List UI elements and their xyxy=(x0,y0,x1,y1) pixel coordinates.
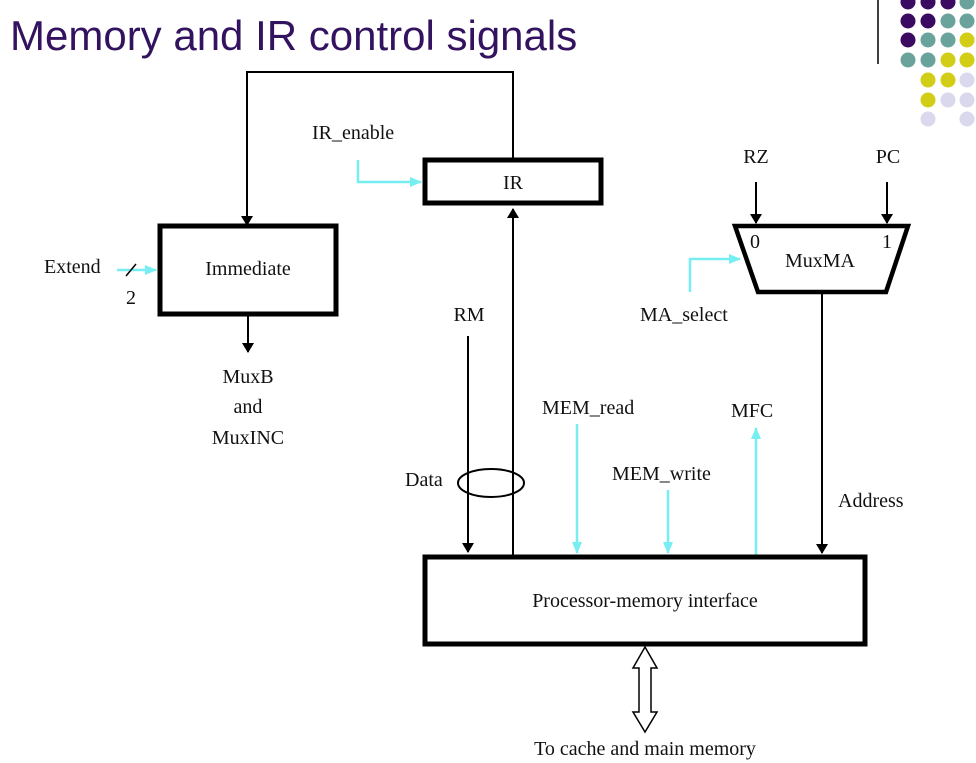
ma-select-label: MA_select xyxy=(640,304,728,326)
decoration-dot xyxy=(959,13,975,29)
to-memory-label: To cache and main memory xyxy=(534,738,756,760)
decoration-dot xyxy=(920,111,936,127)
ir-label: IR xyxy=(503,172,524,194)
mem-write-label: MEM_write xyxy=(612,463,711,485)
ir-to-immediate-wire xyxy=(241,71,514,226)
ma-select-signal xyxy=(688,254,741,292)
decoration-dot xyxy=(940,52,956,68)
data-bus-ellipse xyxy=(457,468,525,498)
mem-read-label: MEM_read xyxy=(542,397,634,419)
data-label: Data xyxy=(405,469,443,491)
decoration-dot xyxy=(920,32,936,48)
decoration-dot xyxy=(940,0,956,10)
ir-enable-label: IR_enable xyxy=(312,122,394,144)
decoration-dot xyxy=(920,13,936,29)
decoration-dot xyxy=(920,92,936,108)
decoration-dot xyxy=(900,52,916,68)
address-label: Address xyxy=(838,490,904,512)
decoration-dot xyxy=(920,0,936,10)
immediate-label: Immediate xyxy=(205,258,291,280)
decoration-dot xyxy=(959,72,975,88)
ir-block: IR xyxy=(422,157,604,206)
extend-label: Extend xyxy=(44,256,101,278)
decoration-dot xyxy=(959,92,975,108)
decoration-dot xyxy=(920,72,936,88)
decoration-dot xyxy=(959,111,975,127)
muxma-label: MuxMA xyxy=(785,250,856,272)
bidirectional-bus-arrow-icon xyxy=(631,645,659,734)
mfc-label: MFC xyxy=(731,400,773,422)
ir-enable-signal xyxy=(356,160,422,187)
pc-label: PC xyxy=(876,146,900,168)
decoration-dot xyxy=(959,0,975,10)
muxma-input-1: 1 xyxy=(882,231,892,253)
decoration-dot xyxy=(940,32,956,48)
processor-memory-interface-block: Processor-memory interface xyxy=(422,554,868,647)
decoration-dot xyxy=(900,32,916,48)
rz-label: RZ xyxy=(743,146,769,168)
decoration-dot xyxy=(940,92,956,108)
decoration-dot xyxy=(920,52,936,68)
rm-label: RM xyxy=(453,304,484,326)
decoration-dot xyxy=(940,72,956,88)
decoration-dot xyxy=(959,52,975,68)
muxma-block: 0 1 MuxMA xyxy=(731,223,912,295)
decoration-dots xyxy=(900,0,975,127)
immediate-block: Immediate xyxy=(157,223,339,317)
decoration-dot xyxy=(900,0,916,10)
decoration-dot xyxy=(900,13,916,29)
interface-label: Processor-memory interface xyxy=(532,590,758,612)
bus-width-slash xyxy=(125,263,137,277)
slide-title: Memory and IR control signals xyxy=(10,12,578,59)
decoration-dot xyxy=(959,32,975,48)
decoration-dot xyxy=(940,13,956,29)
immediate-output-muxb: MuxB xyxy=(222,366,273,388)
extend-width-label: 2 xyxy=(126,287,136,309)
immediate-output-muxinc: MuxINC xyxy=(212,427,284,449)
immediate-output-and: and xyxy=(234,396,263,418)
muxma-input-0: 0 xyxy=(750,231,760,253)
